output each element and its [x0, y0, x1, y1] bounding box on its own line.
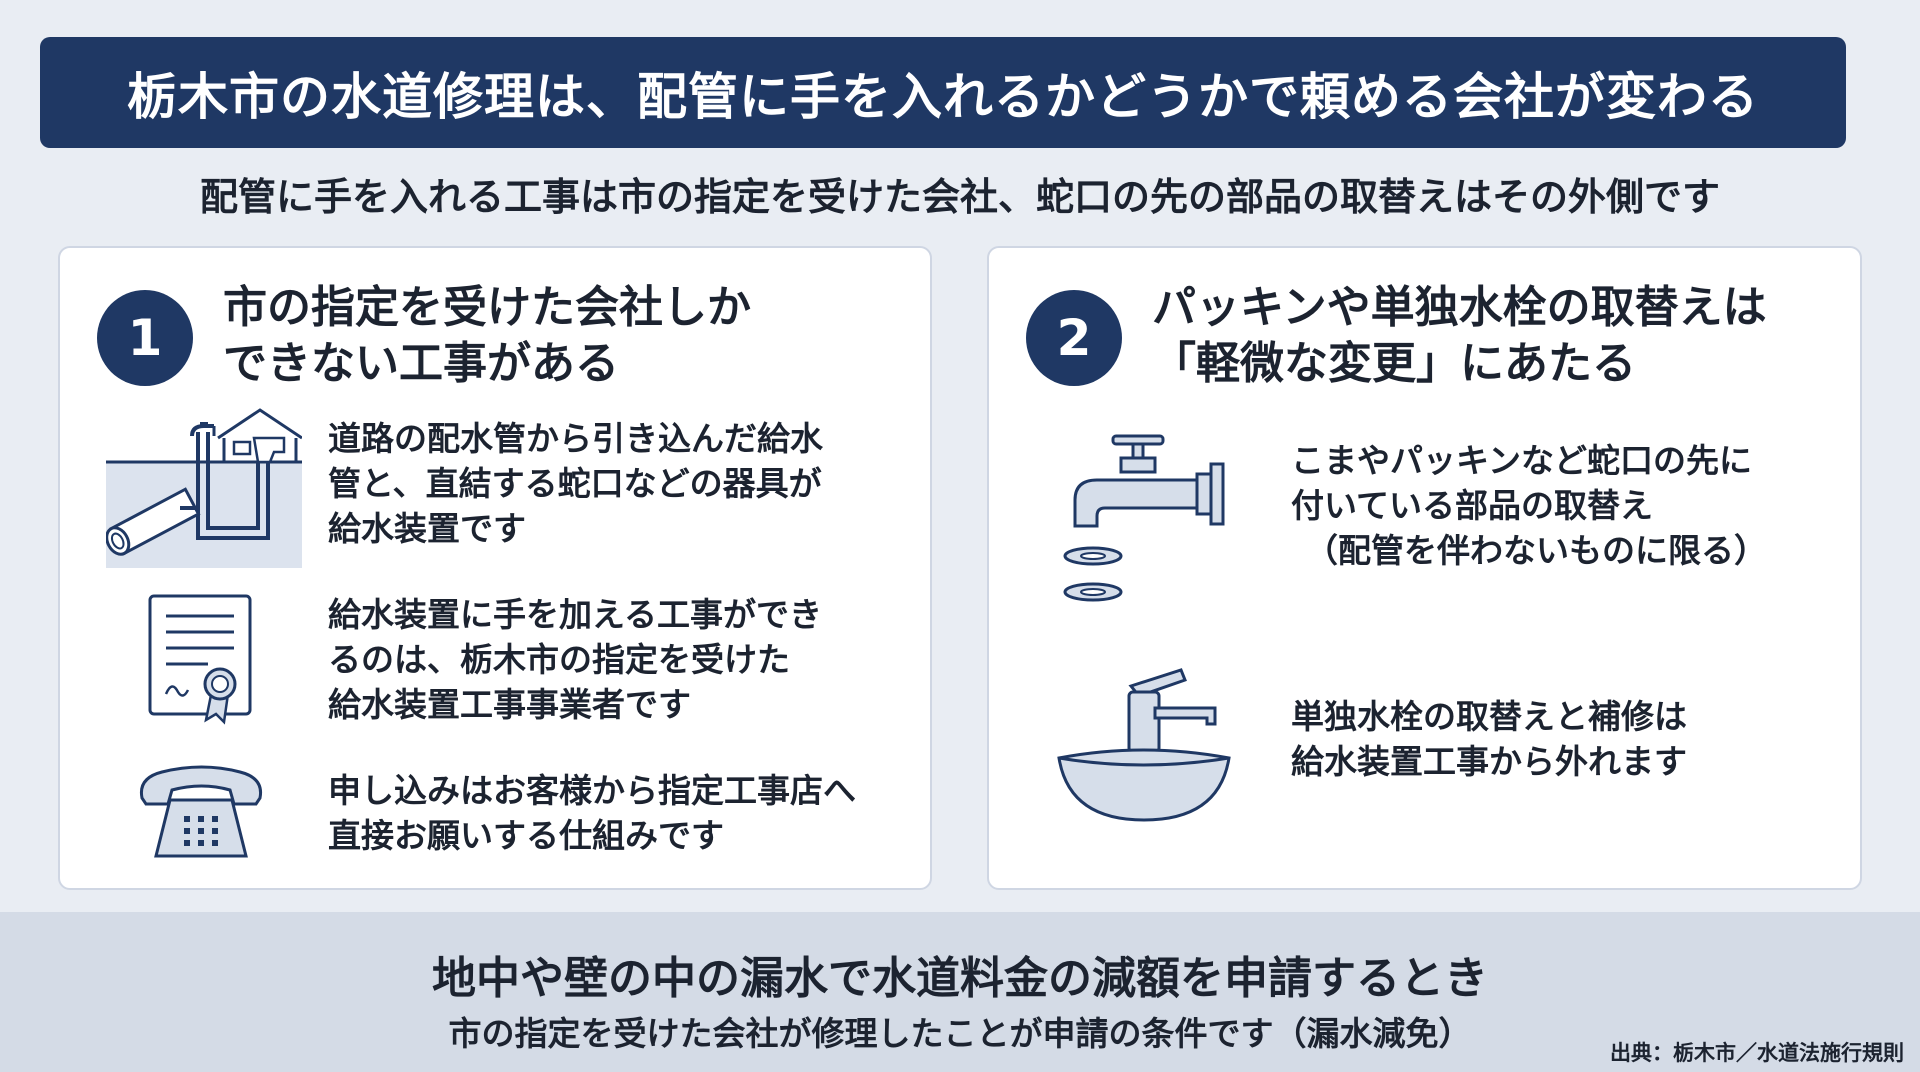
footer-heading: 地中や壁の中の漏水で水道料金の減額を申請するとき [432, 953, 1488, 1004]
footer-banner: 地中や壁の中の漏水で水道料金の減額を申請するとき 市の指定を受けた会社が修理した… [0, 912, 1920, 1072]
item-text-line: 道路の配水管から引き込んだ給水 [328, 419, 823, 458]
card-minor-change: 2 パッキンや単独水栓の取替えは 「軽微な変更」にあたる こまやパッキンなど蛇口… [987, 246, 1862, 890]
item-text-supply-device: 道路の配水管から引き込んだ給水 管と、直結する蛇口などの器具が 給水装置です [328, 416, 823, 551]
item-text-line: 申し込みはお客様から指定工事店へ [328, 771, 856, 810]
item-text-line: 給水装置工事事業者です [328, 685, 691, 724]
card-title-2: パッキンや単独水栓の取替えは 「軽微な変更」にあたる [1152, 280, 1842, 392]
item-text-line: 給水装置工事から外れます [1291, 742, 1687, 781]
item-text-single-faucet: 単独水栓の取替えと補修は 給水装置工事から外れます [1291, 694, 1687, 784]
footer-note: 市の指定を受けた会社が修理したことが申請の条件です（漏水減免） [448, 1014, 1472, 1053]
faucet-packing-icon [1063, 434, 1225, 602]
card-title-line: 「軽微な変更」にあたる [1152, 338, 1636, 389]
card-title-line: 市の指定を受けた会社しか [223, 282, 751, 333]
item-text-designated-operator: 給水装置に手を加える工事ができ るのは、栃木市の指定を受けた 給水装置工事事業者… [328, 592, 822, 727]
card-designated-contractor: 1 市の指定を受けた会社しか できない工事がある 道路の配水管から引き込んだ給水… [58, 246, 932, 890]
certificate-icon [148, 594, 252, 725]
card-title-line: パッキンや単独水栓の取替えは [1152, 282, 1767, 333]
item-text-line: 直接お願いする仕組みです [328, 816, 724, 855]
sink-faucet-icon [1057, 668, 1231, 822]
card-title-line: できない工事がある [223, 338, 619, 389]
item-text-line: 給水装置です [328, 509, 526, 548]
page-title: 栃木市の水道修理は、配管に手を入れるかどうかで頼める会社が変わる [127, 67, 1759, 126]
item-text-parts-replacement: こまやパッキンなど蛇口の先に 付いている部品の取替え （配管を伴わないものに限る… [1291, 438, 1767, 573]
item-text-line: 給水装置に手を加える工事ができ [328, 595, 823, 634]
item-text-line: こまやパッキンなど蛇口の先に [1291, 441, 1753, 480]
item-text-application: 申し込みはお客様から指定工事店へ 直接お願いする仕組みです [328, 768, 856, 858]
page-subtitle: 配管に手を入れる工事は市の指定を受けた会社、蛇口の先の部品の取替えはその外側です [199, 175, 1720, 219]
card-title-1: 市の指定を受けた会社しか できない工事がある [223, 280, 913, 392]
number-badge-1: 1 [97, 290, 193, 386]
item-text-line: 付いている部品の取替え [1291, 486, 1654, 525]
item-text-line: 管と、直結する蛇口などの器具が [328, 464, 822, 503]
water-supply-pipe-house-icon [106, 408, 302, 568]
number-badge-2: 2 [1026, 290, 1122, 386]
item-text-line: るのは、栃木市の指定を受けた [328, 640, 790, 679]
item-text-line: 単独水栓の取替えと補修は [1291, 697, 1687, 736]
item-text-line: （配管を伴わないものに限る） [1305, 531, 1767, 570]
title-banner: 栃木市の水道修理は、配管に手を入れるかどうかで頼める会社が変わる [40, 37, 1846, 148]
telephone-icon [139, 765, 263, 858]
source-credit: 出典：栃木市／水道法施行規則 [1610, 1041, 1904, 1065]
